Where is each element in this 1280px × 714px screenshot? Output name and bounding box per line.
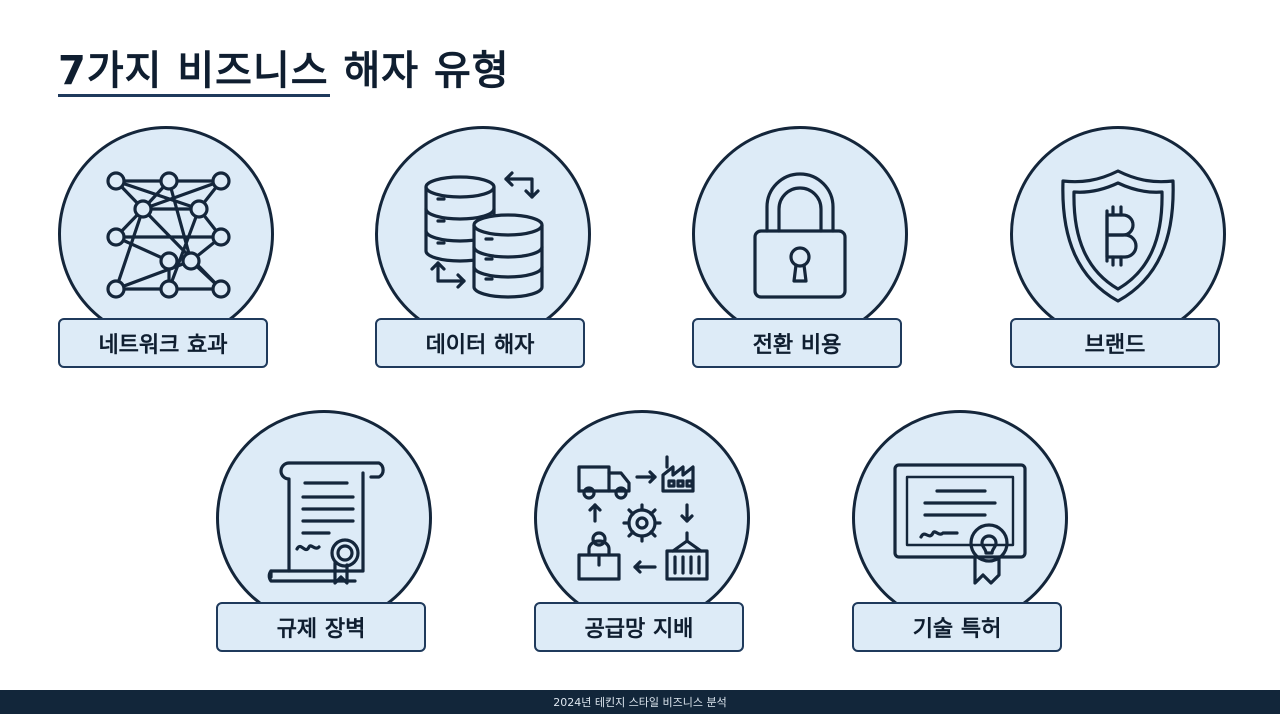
moat-circle — [692, 126, 908, 342]
moat-circle — [534, 410, 750, 626]
moat-card-tech-patent: 기술 특허 — [852, 410, 1072, 660]
moat-label: 공급망 지배 — [534, 602, 744, 652]
page-title: 7가지 비즈니스 해자 유형 — [58, 48, 510, 94]
moat-circle — [375, 126, 591, 342]
moat-circle — [216, 410, 432, 626]
moat-label: 브랜드 — [1010, 318, 1220, 368]
padlock-icon — [753, 172, 847, 299]
supply-chain-icon — [577, 455, 709, 581]
database-sync-icon — [424, 171, 544, 299]
moat-circle — [852, 410, 1068, 626]
moat-label: 기술 특허 — [852, 602, 1062, 652]
moat-label: 데이터 해자 — [375, 318, 585, 368]
moat-card-regulatory-barrier: 규제 장벽 — [216, 410, 436, 660]
patent-certificate-icon — [893, 463, 1027, 585]
footer-bar: 2024년 테킨지 스타일 비즈니스 분석 — [0, 690, 1280, 714]
moat-card-switching-cost: 전환 비용 — [692, 126, 912, 376]
shield-bitcoin-icon — [1061, 169, 1175, 303]
moat-card-supply-chain: 공급망 지배 — [534, 410, 754, 660]
moat-card-network-effect: 네트워크 효과 — [58, 126, 278, 376]
moat-card-brand: 브랜드 — [1010, 126, 1230, 376]
footer-text: 2024년 테킨지 스타일 비즈니스 분석 — [553, 696, 727, 709]
moat-label: 규제 장벽 — [216, 602, 426, 652]
network-icon — [106, 171, 231, 299]
moat-label: 네트워크 효과 — [58, 318, 268, 368]
title-underline — [58, 94, 330, 97]
moat-card-data-moat: 데이터 해자 — [375, 126, 595, 376]
moat-circle — [58, 126, 274, 342]
moat-circle — [1010, 126, 1226, 342]
moat-label: 전환 비용 — [692, 318, 902, 368]
certificate-scroll-icon — [267, 461, 385, 585]
